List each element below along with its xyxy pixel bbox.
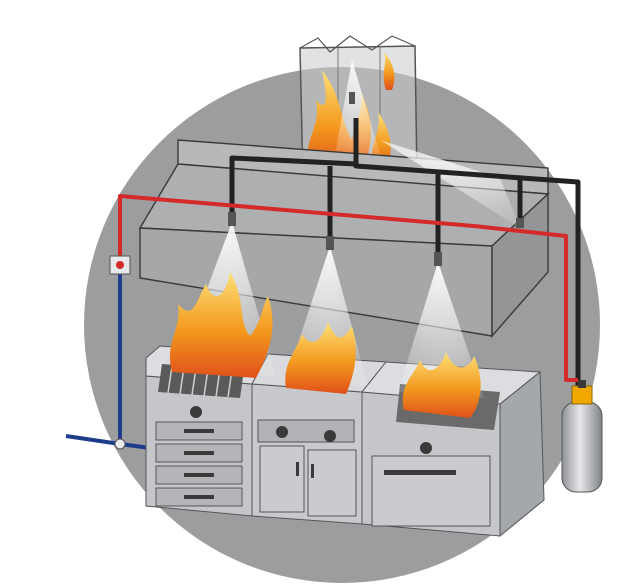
manual-pull-station-icon	[110, 256, 130, 274]
